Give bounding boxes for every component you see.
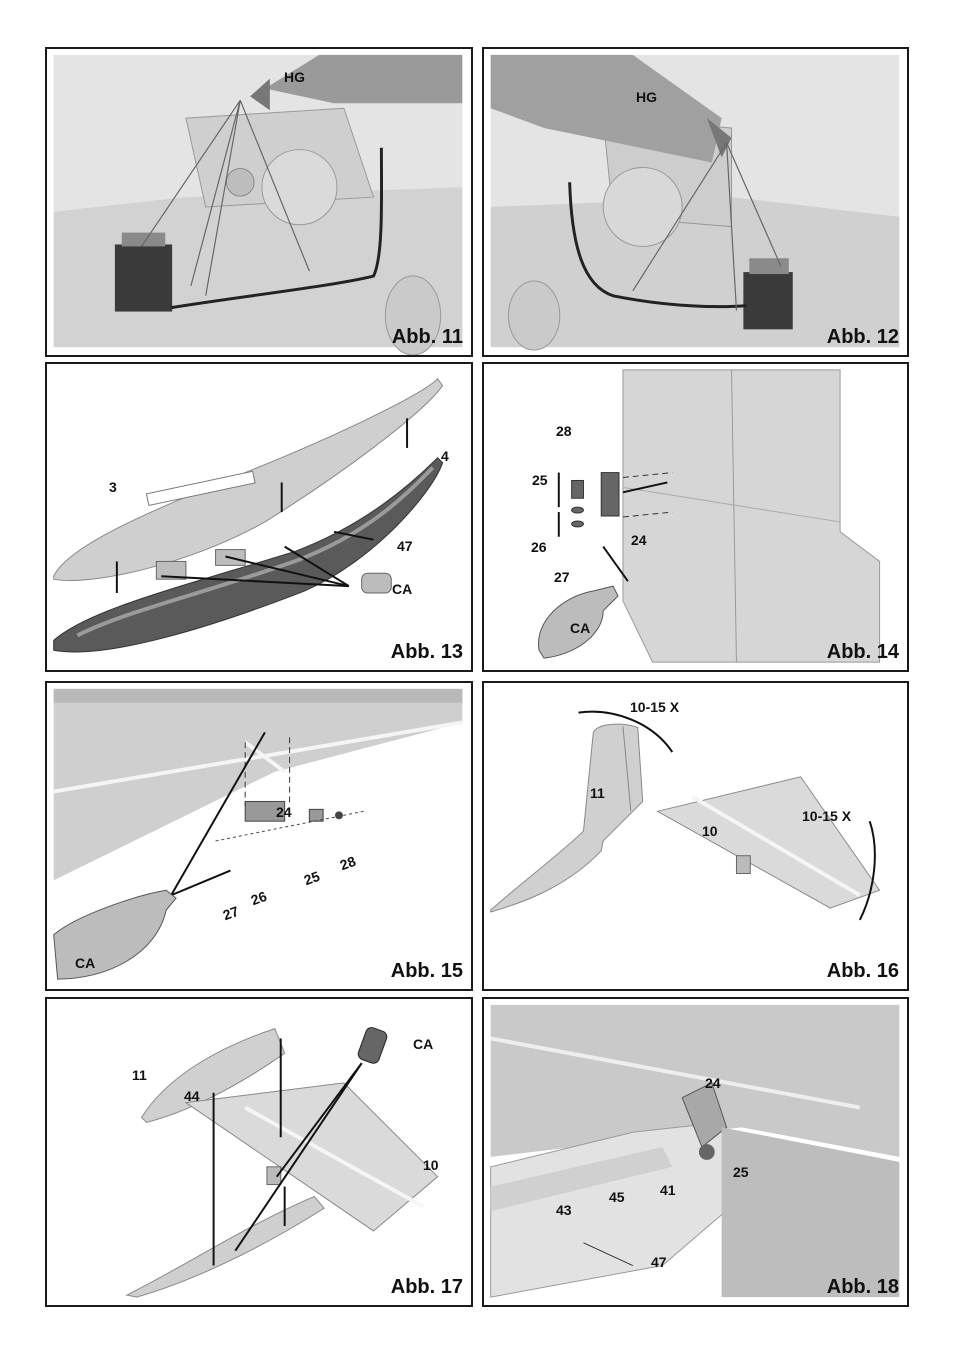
label-44: 44 <box>184 1088 200 1104</box>
label-47: 47 <box>397 538 413 554</box>
figure-abb-13: 3 4 47 CA Abb. 13 <box>45 362 473 672</box>
figure-caption: Abb. 16 <box>826 960 899 982</box>
label-3: 3 <box>109 479 117 495</box>
control-horn-detail-illustration <box>490 1004 900 1298</box>
label-24: 24 <box>705 1075 721 1091</box>
label-11: 11 <box>132 1067 147 1083</box>
label-27: 27 <box>554 569 570 585</box>
label-10: 10 <box>702 823 718 839</box>
label-ca: CA <box>392 581 413 597</box>
figure-caption: Abb. 12 <box>826 326 899 348</box>
figure-caption: Abb. 15 <box>390 960 463 982</box>
label-hg: HG <box>636 89 657 105</box>
figure-abb-16: 10-15 X 11 10 10-15 X Abb. 16 <box>482 681 909 991</box>
figure-caption: Abb. 18 <box>826 1276 899 1298</box>
label-11: 11 <box>590 785 605 801</box>
figure-abb-14: 28 25 26 27 24 CA Abb. 14 <box>482 362 909 672</box>
label-26: 26 <box>531 539 547 555</box>
figure-abb-12: HG Abb. 12 <box>482 47 909 357</box>
label-hg: HG <box>284 69 305 85</box>
label-24: 24 <box>631 532 647 548</box>
label-25: 25 <box>532 472 548 488</box>
label-ca: CA <box>75 955 96 971</box>
figure-caption: Abb. 14 <box>826 641 899 663</box>
figure-abb-15: 24 27 26 25 28 CA Abb. 15 <box>45 681 473 991</box>
label-ca: CA <box>570 620 591 636</box>
figure-caption: Abb. 11 <box>391 326 463 348</box>
hinge-assembly-stabilizer-illustration <box>53 688 463 980</box>
figure-abb-11: HG Abb. 11 <box>45 47 473 357</box>
hinge-assembly-fin-illustration <box>538 369 881 663</box>
label-28: 28 <box>556 423 572 439</box>
label-43: 43 <box>556 1202 572 1218</box>
tail-assembly-illustration <box>125 1027 439 1298</box>
label-10-15x-stabilizer: 10-15 X <box>802 808 852 824</box>
servo-install-left-illustration <box>53 54 463 355</box>
label-10-15x-fin: 10-15 X <box>630 699 680 715</box>
figure-abb-18: 24 25 41 45 43 47 Abb. 18 <box>482 997 909 1307</box>
fuselage-halves-illustration <box>53 378 444 653</box>
label-ca: CA <box>413 1036 434 1052</box>
label-41: 41 <box>660 1182 676 1198</box>
figure-abb-17: CA 11 44 10 Abb. 17 <box>45 997 473 1307</box>
servo-install-right-illustration <box>490 54 900 351</box>
figure-caption: Abb. 17 <box>390 1276 463 1298</box>
label-24: 24 <box>276 804 292 820</box>
label-47: 47 <box>651 1254 667 1270</box>
label-25: 25 <box>733 1164 749 1180</box>
hinge-flex-illustration <box>490 710 881 921</box>
label-10: 10 <box>423 1157 439 1173</box>
label-45: 45 <box>609 1189 625 1205</box>
figure-caption: Abb. 13 <box>390 641 463 663</box>
label-4: 4 <box>441 448 449 464</box>
